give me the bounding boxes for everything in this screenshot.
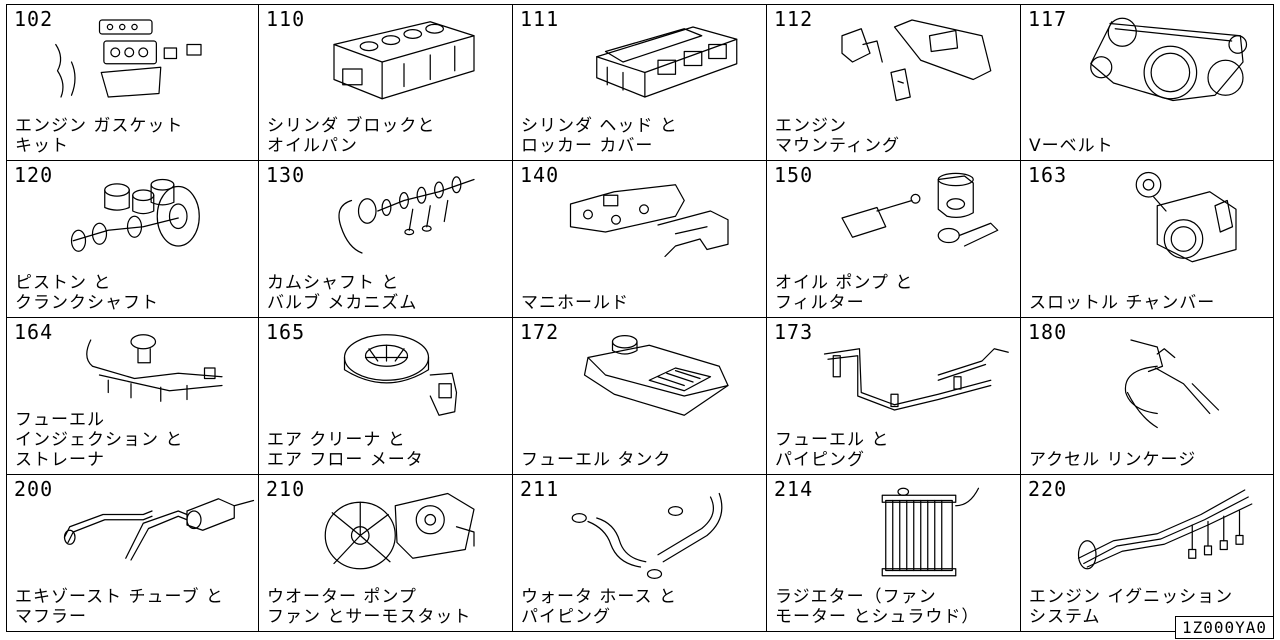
accelerator-linkage-illustration: [1124, 339, 1220, 429]
catalog-cell-140[interactable]: 140 マニホールド: [513, 161, 767, 318]
part-group-code: 130: [266, 163, 306, 187]
part-group-label: エンジン マウンティング: [775, 116, 900, 156]
part-group-code: 112: [774, 7, 814, 31]
catalog-cell-112[interactable]: 112 エンジン マウンティング: [767, 4, 1021, 161]
catalog-cell-211[interactable]: 211 ウォータ ホース と パイピング: [513, 475, 767, 632]
part-group-code: 214: [774, 477, 814, 501]
catalog-cell-220[interactable]: 220 エンジン イグニッション システム: [1021, 475, 1274, 632]
radiator-illustration: [881, 487, 980, 577]
throttle-chamber-illustration: [1135, 171, 1237, 263]
part-group-code: 140: [520, 163, 560, 187]
catalog-cell-214[interactable]: 214 ラジエター（ファン モーター とシュラウド）: [767, 475, 1021, 632]
part-group-code: 211: [520, 477, 560, 501]
fuel-tank-illustration: [583, 335, 729, 416]
part-group-code: 173: [774, 320, 814, 344]
part-group-label: アクセル リンケージ: [1029, 450, 1197, 470]
catalog-cell-111[interactable]: 111 シリンダ ヘッド と ロッカー カバー: [513, 4, 767, 161]
catalog-cell-200[interactable]: 200 エキゾースト チューブ と マフラー: [6, 475, 259, 632]
catalog-cell-110[interactable]: 110 シリンダ ブロックと オイルパン: [259, 4, 513, 161]
part-group-code: 164: [14, 320, 54, 344]
part-group-code: 210: [266, 477, 306, 501]
part-group-label: ラジエター（ファン モーター とシュラウド）: [775, 587, 980, 627]
part-group-code: 165: [266, 320, 306, 344]
part-group-label: フューエル タンク: [521, 450, 672, 470]
cylinder-head-illustration: [596, 26, 738, 98]
catalog-cell-173[interactable]: 173 フューエル と パイピング: [767, 318, 1021, 475]
part-group-label: フューエル と パイピング: [775, 430, 890, 470]
part-group-label: カムシャフト と バルブ メカニズム: [267, 273, 418, 313]
gasket-kit-illustration: [55, 19, 202, 98]
catalog-cell-130[interactable]: 130 カムシャフト と バルブ メカニズム: [259, 161, 513, 318]
catalog-cell-210[interactable]: 210 ウオーター ポンプ ファン とサーモスタット: [259, 475, 513, 632]
part-group-label: マニホールド: [521, 293, 629, 313]
part-group-code: 117: [1028, 7, 1068, 31]
ignition-system-illustration: [1077, 489, 1253, 570]
catalog-cell-163[interactable]: 163 スロットル チャンバー: [1021, 161, 1274, 318]
fuel-piping-illustration: [823, 348, 1009, 411]
part-group-code: 163: [1028, 163, 1068, 187]
part-group-code: 172: [520, 320, 560, 344]
water-pump-illustration: [324, 492, 475, 570]
camshaft-valve-illustration: [338, 176, 475, 254]
part-group-code: 200: [14, 477, 54, 501]
part-group-code: 150: [774, 163, 814, 187]
part-group-label: ピストン と クランクシャフト: [15, 273, 159, 313]
catalog-cell-120[interactable]: 120 ピストン と クランクシャフト: [6, 161, 259, 318]
catalog-cell-180[interactable]: 180 アクセル リンケージ: [1021, 318, 1274, 475]
part-group-code: 102: [14, 7, 54, 31]
part-group-code: 120: [14, 163, 54, 187]
part-group-label: Vーベルト: [1029, 136, 1114, 156]
part-group-label: シリンダ ブロックと オイルパン: [267, 116, 436, 156]
part-group-label: エキゾースト チューブ と マフラー: [15, 587, 224, 627]
manifold-illustration: [569, 184, 729, 258]
oil-pump-filter-illustration: [841, 172, 999, 247]
water-hose-illustration: [571, 492, 723, 579]
part-group-label: エア クリーナ と エア フロー メータ: [267, 430, 424, 470]
catalog-cell-172[interactable]: 172 フューエル タンク: [513, 318, 767, 475]
parts-catalog-grid: 102 エンジン ガスケット キット 110 シリンダ ブロックと オイルパン 111 シ…: [6, 4, 1274, 632]
part-group-code: 180: [1028, 320, 1068, 344]
part-group-label: フューエル インジェクション と ストレーナ: [15, 410, 184, 470]
part-group-label: オイル ポンプ と フィルター: [775, 273, 914, 313]
document-code: 1Z000YA0: [1174, 616, 1274, 639]
v-belt-illustration: [1090, 17, 1248, 102]
cylinder-block-illustration: [333, 21, 475, 100]
catalog-cell-164[interactable]: 164 フューエル インジェクション と ストレーナ: [6, 318, 259, 475]
part-group-code: 110: [266, 7, 306, 31]
catalog-cell-102[interactable]: 102 エンジン ガスケット キット: [6, 4, 259, 161]
piston-crankshaft-illustration: [70, 178, 200, 252]
part-group-code: 220: [1028, 477, 1068, 501]
part-group-code: 111: [520, 7, 560, 31]
exhaust-muffler-illustration: [63, 498, 255, 561]
part-group-label: ウォータ ホース と パイピング: [521, 587, 677, 627]
fuel-injection-illustration: [86, 334, 223, 402]
part-group-label: エンジン イグニッション システム: [1029, 587, 1234, 627]
part-group-label: エンジン ガスケット キット: [15, 116, 184, 156]
part-group-label: ウオーター ポンプ ファン とサーモスタット: [267, 587, 472, 627]
part-group-label: シリンダ ヘッド と ロッカー カバー: [521, 116, 678, 156]
catalog-cell-165[interactable]: 165 エア クリーナ と エア フロー メータ: [259, 318, 513, 475]
engine-mount-illustration: [841, 19, 992, 102]
part-group-label: スロットル チャンバー: [1029, 293, 1216, 313]
catalog-cell-150[interactable]: 150 オイル ポンプ と フィルター: [767, 161, 1021, 318]
air-cleaner-illustration: [343, 334, 458, 416]
